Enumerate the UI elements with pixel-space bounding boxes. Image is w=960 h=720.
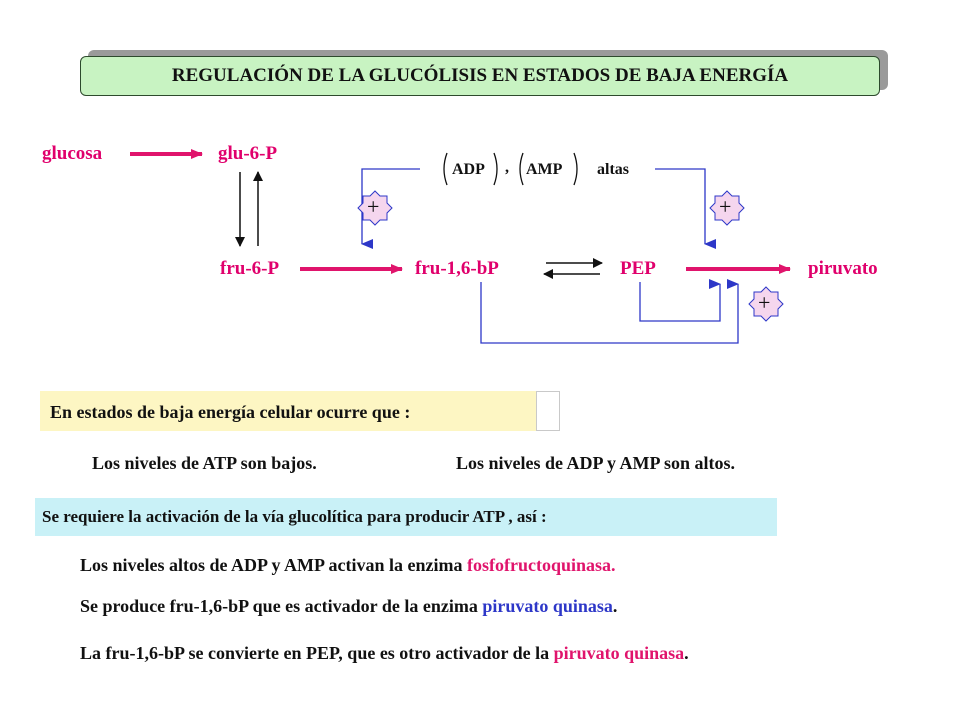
- metabolite-glu6p: glu-6-P: [218, 143, 278, 164]
- regulator-comma: ,: [505, 159, 509, 176]
- point-1: Los niveles altos de ADP y AMP activan l…: [80, 555, 616, 576]
- plus-star-icon: [748, 286, 784, 322]
- metabolite-glucosa: glucosa: [42, 143, 103, 164]
- point-2-enzyme: piruvato quinasa: [482, 596, 613, 616]
- statement-text: En estados de baja energía celular ocurr…: [50, 402, 411, 422]
- point-2-text: Se produce fru-1,6-bP que es activador d…: [80, 596, 483, 616]
- pep-activation-line: [639, 279, 721, 322]
- requirement-box: [35, 498, 777, 536]
- point-3-text: La fru-1,6-bP se convierte en PEP, que e…: [80, 643, 554, 663]
- metabolite-fru6p: fru-6-P: [220, 258, 280, 279]
- metabolite-pep: PEP: [620, 258, 656, 279]
- requirement-text: Se requiere la activación de la vía gluc…: [42, 507, 547, 526]
- point-3-end: .: [684, 643, 689, 663]
- feedback-line-altas: [655, 168, 716, 249]
- feedback-line-adp-amp: [361, 168, 420, 249]
- regulator-altas: altas: [597, 161, 629, 178]
- plus-label: +: [719, 194, 732, 219]
- point-2-end: .: [612, 596, 618, 616]
- adp-bracket-left: [443, 152, 448, 186]
- adp-bracket-right: [493, 152, 498, 186]
- fru16bp-activation-line: [480, 279, 739, 344]
- point-1-enzyme: fosfofructoquinasa.: [467, 555, 616, 575]
- statement-box-edge: [536, 391, 560, 431]
- plus-label: +: [758, 290, 771, 315]
- amp-bracket-right: [573, 152, 578, 186]
- metabolite-piruvato: piruvato: [808, 258, 878, 279]
- adp-amp-level-text: Los niveles de ADP y AMP son altos.: [456, 453, 736, 473]
- amp-bracket-left: [519, 152, 524, 186]
- plus-label: +: [367, 194, 380, 219]
- page-title: REGULACIÓN DE LA GLUCÓLISIS EN ESTADOS D…: [80, 56, 880, 96]
- metabolite-fru16bp: fru-1,6-bP: [415, 258, 499, 279]
- atp-level-text: Los niveles de ATP son bajos.: [92, 453, 317, 473]
- plus-star-icon: [709, 190, 745, 226]
- plus-star-icon: [357, 190, 393, 226]
- point-2: Se produce fru-1,6-bP que es activador d…: [80, 596, 617, 617]
- regulator-amp: AMP: [526, 161, 563, 178]
- point-1-text: Los niveles altos de ADP y AMP activan l…: [80, 555, 467, 575]
- page-title-text: REGULACIÓN DE LA GLUCÓLISIS EN ESTADOS D…: [171, 65, 789, 86]
- regulator-adp: ADP: [452, 161, 485, 178]
- point-3: La fru-1,6-bP se convierte en PEP, que e…: [80, 643, 689, 664]
- statement-box: [40, 391, 536, 431]
- point-3-enzyme: piruvato quinasa: [553, 643, 685, 663]
